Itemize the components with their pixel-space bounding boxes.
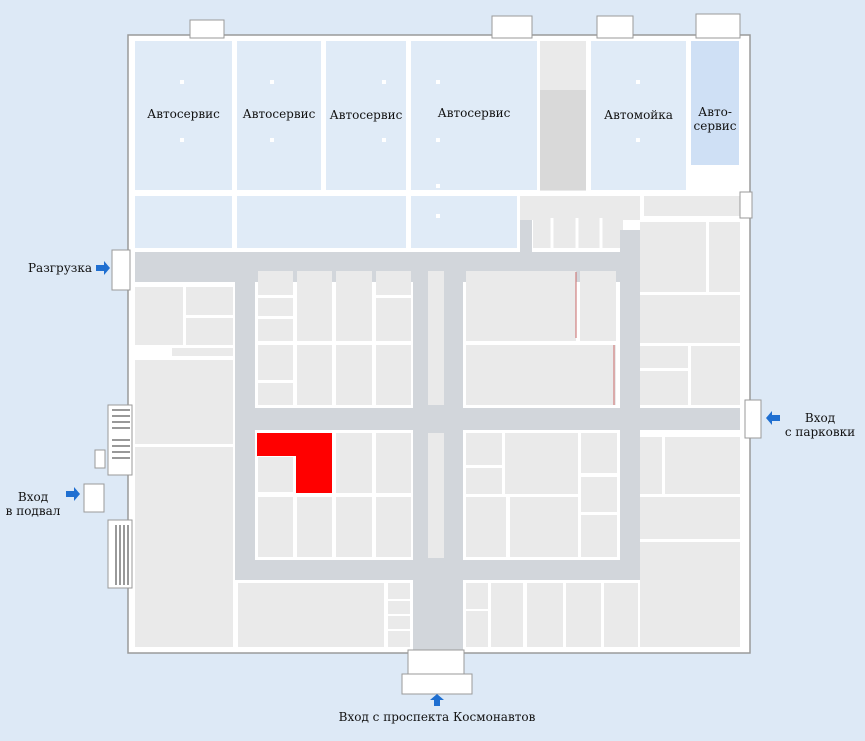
dock-bay-3 [596, 15, 634, 39]
autoservice-room-2[interactable] [237, 41, 321, 190]
label-autoservice-3: Автосервис [329, 108, 403, 122]
arrow-parking-icon [766, 411, 780, 425]
arrow-main-entrance-icon [430, 694, 444, 706]
label-autoservice-small-line1: Авто- [698, 105, 732, 119]
dock-bay-1 [189, 19, 225, 39]
autoservice-room-1[interactable] [135, 41, 232, 190]
arrow-unloading-icon [96, 261, 110, 275]
right-wing [640, 222, 740, 647]
dock-bay-2 [491, 15, 533, 39]
main-vestibule[interactable] [407, 649, 465, 679]
corridor-right [620, 230, 640, 580]
service-strip-2 [644, 196, 740, 216]
shop-grid-top-right [466, 271, 616, 405]
highlighted-unit[interactable] [257, 433, 332, 493]
columns [180, 80, 640, 218]
corridor-middle [235, 408, 740, 430]
label-basement-entrance: Вход в подвал [2, 490, 64, 518]
carwash-room[interactable] [591, 41, 686, 190]
service-strip [520, 196, 640, 220]
label-carwash: Автомойка [604, 108, 673, 122]
shop-grid-bottom-right [466, 433, 617, 557]
autoservice-room-small[interactable] [691, 41, 739, 165]
label-autoservice-small: Авто- сервис [691, 105, 739, 133]
label-parking-line1: Вход [804, 411, 836, 425]
left-stairs [83, 404, 133, 589]
label-autoservice-2: Автосервис [242, 107, 316, 121]
label-parking-entrance: Вход с парковки [780, 411, 860, 439]
label-autoservice-small-line2: сервис [693, 119, 737, 133]
center-strip [428, 271, 444, 558]
autoservice-annex-1 [135, 196, 232, 248]
label-basement-line2: в подвал [5, 504, 61, 518]
label-parking-line2: с парковки [784, 425, 856, 439]
autoservice-annex-3 [411, 196, 517, 248]
autoservice-room-3[interactable] [326, 41, 406, 190]
autoservice-room-4[interactable] [411, 41, 537, 190]
label-autoservice-4: Автосервис [437, 106, 511, 120]
arrow-basement-icon [66, 487, 80, 501]
shop-grid-bottom-left [258, 433, 411, 557]
arrows [66, 261, 780, 706]
label-basement-line1: Вход [17, 490, 49, 504]
shop-grid-top-left [258, 271, 411, 405]
label-autoservice-1: Автосервис [147, 107, 220, 121]
basement-entrance-door[interactable] [83, 483, 105, 513]
unloading-door[interactable] [111, 249, 131, 291]
corridor-main-entrance [413, 560, 463, 653]
left-wing [135, 287, 233, 647]
label-unloading: Разгрузка [27, 261, 92, 275]
parking-entrance-door[interactable] [744, 399, 762, 439]
label-main-entrance: Вход с проспекта Космонавтов [338, 710, 536, 724]
autoservice-units [135, 41, 739, 248]
main-porch [401, 673, 473, 695]
stair-shaft [540, 90, 586, 190]
side-door-right-top [739, 191, 753, 219]
dock-bay-4 [695, 13, 741, 39]
corridor-link [520, 220, 532, 260]
autoservice-annex-2 [237, 196, 406, 248]
